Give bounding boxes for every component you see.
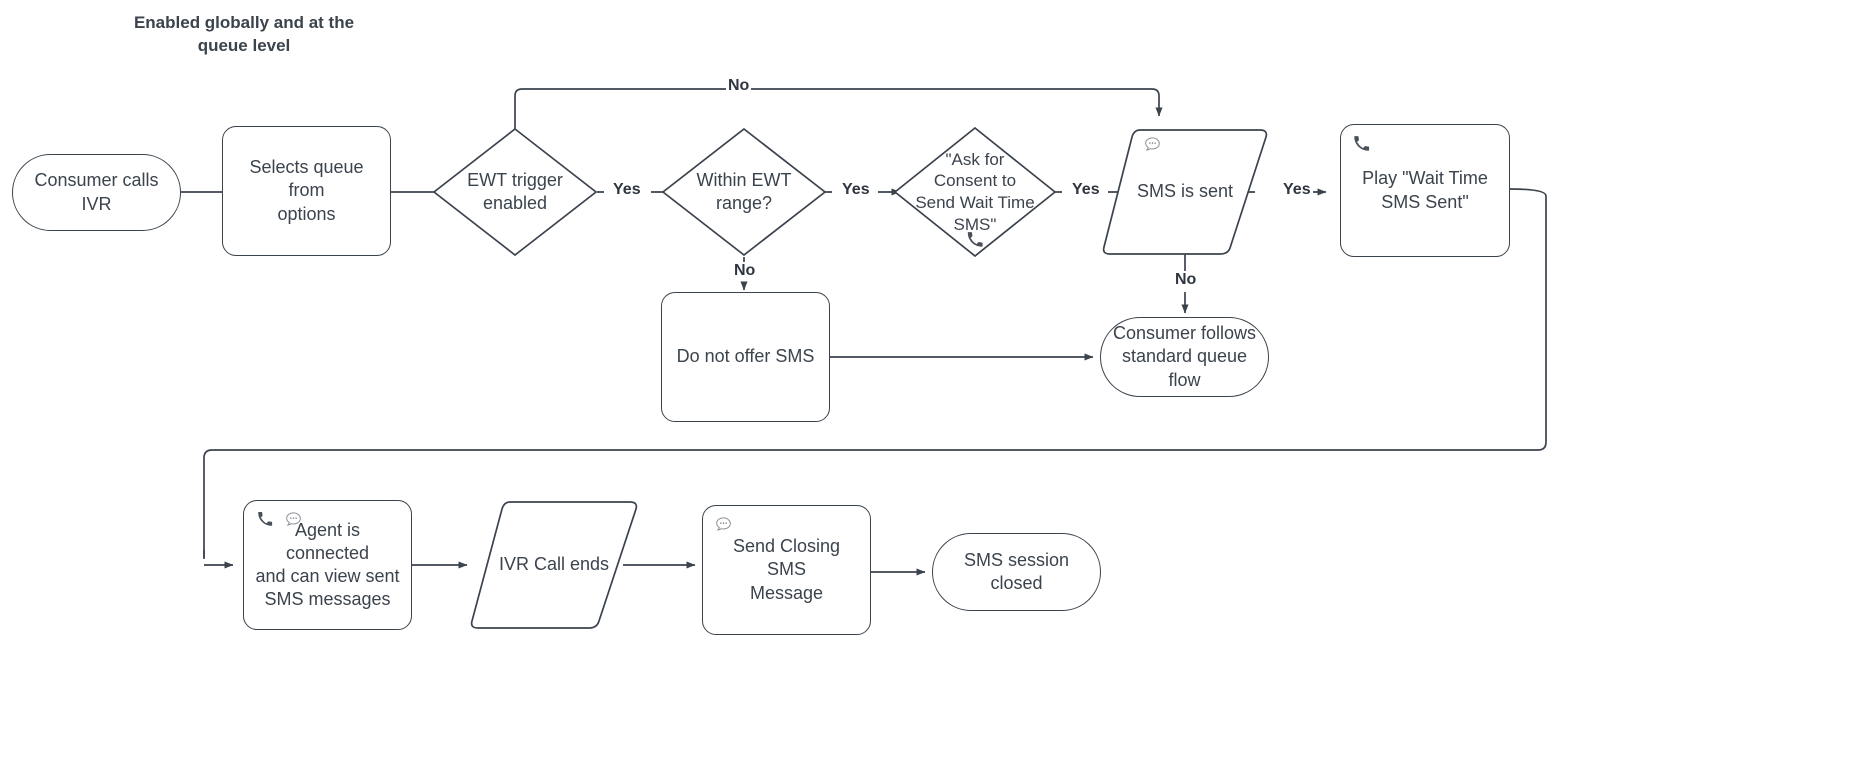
- phone-icon: [1353, 135, 1370, 152]
- node-agent-connected[interactable]: Agent is connected and can view sent SMS…: [243, 500, 412, 630]
- node-play-wait-time-sms-sent[interactable]: Play "Wait Time SMS Sent": [1340, 124, 1510, 257]
- node-icon-group: [967, 231, 984, 248]
- node-label: IVR Call ends: [498, 554, 610, 575]
- node-consumer-follows-queue[interactable]: Consumer follows standard queue flow: [1100, 317, 1269, 397]
- edge-label-within-range-no: No: [732, 262, 758, 280]
- node-icon-group: [256, 511, 302, 528]
- node-icon-group: [1144, 136, 1161, 153]
- node-within-ewt-range[interactable]: Within EWT range?: [661, 127, 827, 257]
- message-icon: [715, 516, 732, 533]
- edge-label-within-range-yes: Yes: [840, 181, 872, 199]
- node-label: EWT trigger enabled: [467, 169, 563, 213]
- node-label: "Ask for Consent to Send Wait Time SMS": [915, 149, 1035, 234]
- node-icon-group: [1353, 135, 1370, 152]
- node-label: SMS is sent: [1136, 181, 1234, 202]
- edge-label-ewt-trigger-no: No: [726, 77, 752, 95]
- node-ask-for-consent[interactable]: "Ask for Consent to Send Wait Time SMS": [893, 126, 1057, 258]
- message-icon: [285, 511, 302, 528]
- node-icon-group: [715, 516, 732, 533]
- node-ewt-trigger-enabled[interactable]: EWT trigger enabled: [432, 127, 598, 257]
- phone-icon: [256, 511, 273, 528]
- edge-label-sms-sent-yes: Yes: [1281, 181, 1313, 199]
- phone-icon: [967, 231, 984, 248]
- node-label: Play "Wait Time SMS Sent": [1362, 168, 1488, 212]
- node-label: Consumer calls IVR: [34, 170, 159, 214]
- node-sms-session-closed[interactable]: SMS session closed: [932, 533, 1101, 611]
- node-label: Do not offer SMS: [676, 346, 815, 367]
- node-label: Selects queue from options: [249, 157, 364, 224]
- edge-label-consent-yes: Yes: [1070, 181, 1102, 199]
- node-do-not-offer-sms[interactable]: Do not offer SMS: [661, 292, 830, 422]
- node-send-closing-sms[interactable]: Send Closing SMS Message: [702, 505, 871, 635]
- message-icon: [1144, 136, 1161, 153]
- edge-label-ewt-trigger-yes: Yes: [611, 181, 643, 199]
- node-label: Within EWT range?: [696, 169, 792, 213]
- node-sms-is-sent[interactable]: SMS is sent: [1100, 128, 1270, 256]
- node-label: Consumer follows standard queue flow: [1112, 323, 1257, 390]
- diagram-title: Enabled globally and at the queue level: [133, 13, 355, 55]
- node-consumer-calls-ivr[interactable]: Consumer calls IVR: [12, 154, 181, 231]
- node-label: Send Closing SMS Message: [732, 536, 841, 603]
- node-label: SMS session closed: [963, 549, 1070, 593]
- node-ivr-call-ends[interactable]: IVR Call ends: [468, 500, 640, 630]
- edge-label-sms-sent-no: No: [1173, 271, 1199, 289]
- node-label: Agent is connected and can view sent SMS…: [255, 519, 400, 610]
- node-selects-queue[interactable]: Selects queue from options: [222, 126, 391, 256]
